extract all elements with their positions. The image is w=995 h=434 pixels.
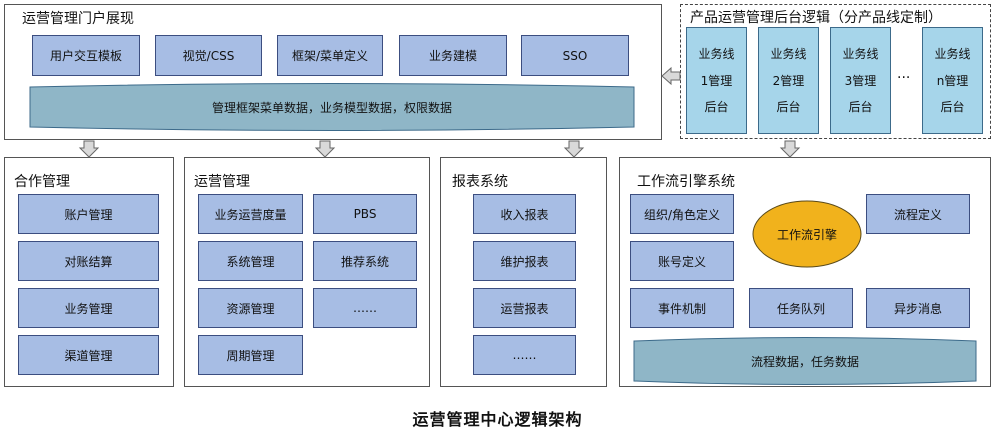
workflow-engine-ellipse xyxy=(752,200,862,268)
backend-line-n: 业务线 n管理 后台 xyxy=(922,27,983,134)
wf-task-queue: 任务队列 xyxy=(749,288,853,328)
wf-process-definition: 流程定义 xyxy=(866,194,970,234)
portal-data-band xyxy=(29,83,635,131)
wf-event-mechanism: 事件机制 xyxy=(630,288,734,328)
backend-line-3: 业务线 3管理 后台 xyxy=(830,27,891,134)
portal-box-visual-css: 视觉/CSS xyxy=(155,35,262,76)
wf-account-definition: 账号定义 xyxy=(630,241,734,281)
backend-line-2-l3: 后台 xyxy=(776,100,801,115)
backend-line-n-l1: 业务线 xyxy=(934,46,971,61)
portal-band-label: 管理框架菜单数据，业务模型数据，权限数据 xyxy=(211,100,452,115)
ops-more: …… xyxy=(313,288,417,328)
arrow-down-icon xyxy=(314,140,336,158)
backend-line-1-l3: 后台 xyxy=(704,100,729,115)
arrow-down-icon xyxy=(779,140,801,158)
coop-account: 账户管理 xyxy=(18,194,159,234)
backend-line-1: 业务线 1管理 后台 xyxy=(686,27,747,134)
ops-recommend: 推荐系统 xyxy=(313,241,417,281)
backend-line-3-l3: 后台 xyxy=(848,100,873,115)
report-maintenance: 维护报表 xyxy=(473,241,576,281)
portal-box-framework-menu: 框架/菜单定义 xyxy=(277,35,383,76)
portal-title: 运营管理门户展现 xyxy=(22,11,134,27)
ops-metrics: 业务运营度量 xyxy=(198,194,303,234)
portal-box-sso: SSO xyxy=(521,35,629,76)
portal-box-business-model: 业务建模 xyxy=(399,35,507,76)
workflow-engine-label: 工作流引擎 xyxy=(776,227,837,242)
workflow-band-label: 流程数据，任务数据 xyxy=(750,354,859,369)
backend-line-n-l3: 后台 xyxy=(940,100,965,115)
coop-reconcile: 对账结算 xyxy=(18,241,159,281)
backend-line-1-l1: 业务线 xyxy=(698,46,735,61)
coop-business: 业务管理 xyxy=(18,288,159,328)
backend-line-1-l2: 1管理 xyxy=(700,73,733,88)
coop-channel: 渠道管理 xyxy=(18,335,159,375)
portal-box-ux-template: 用户交互模板 xyxy=(32,35,140,76)
backend-ellipsis: ··· xyxy=(897,70,911,86)
arrow-left-icon xyxy=(661,66,681,86)
report-more: …… xyxy=(473,335,576,375)
ops-cycle: 周期管理 xyxy=(198,335,303,375)
backend-line-2: 业务线 2管理 后台 xyxy=(758,27,819,134)
backend-line-2-l1: 业务线 xyxy=(770,46,807,61)
ops-system: 系统管理 xyxy=(198,241,303,281)
wf-async-message: 异步消息 xyxy=(866,288,970,328)
diagram-caption: 运营管理中心逻辑架构 xyxy=(412,410,583,429)
ops-resource: 资源管理 xyxy=(198,288,303,328)
product-backend-title: 产品运营管理后台逻辑（分产品线定制） xyxy=(690,10,942,26)
cooperation-title: 合作管理 xyxy=(14,174,70,190)
wf-role-definition: 组织/角色定义 xyxy=(630,194,734,234)
backend-line-2-l2: 2管理 xyxy=(772,73,805,88)
arrow-down-icon xyxy=(563,140,585,158)
backend-line-3-l2: 3管理 xyxy=(844,73,877,88)
reports-title: 报表系统 xyxy=(452,174,508,190)
backend-line-n-l2: n管理 xyxy=(936,73,969,88)
workflow-title: 工作流引擎系统 xyxy=(637,174,735,190)
operations-title: 运营管理 xyxy=(194,174,250,190)
report-operations: 运营报表 xyxy=(473,288,576,328)
arrow-down-icon xyxy=(78,140,100,158)
workflow-data-band xyxy=(633,337,977,385)
backend-line-3-l1: 业务线 xyxy=(842,46,879,61)
ops-pbs: PBS xyxy=(313,194,417,234)
report-income: 收入报表 xyxy=(473,194,576,234)
